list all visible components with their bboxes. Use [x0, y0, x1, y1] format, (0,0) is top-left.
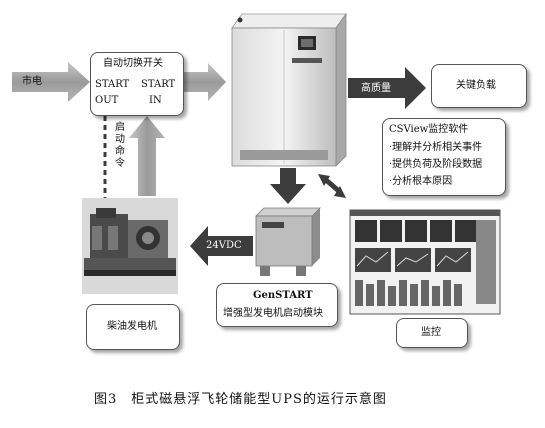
voltage-label: 24VDC [206, 240, 242, 251]
start-command-label: 启动命令 [115, 122, 125, 169]
start-out-label-1: START [95, 79, 130, 90]
csview-item-2: ·提供负荷及阶段数据 [389, 159, 483, 170]
monitoring-box: 监控 [396, 318, 468, 348]
ups-cabinet [231, 12, 347, 167]
arrow-ups-to-load [348, 67, 426, 109]
genstart-module [255, 207, 321, 276]
csview-box: CSView监控软件 ·理解并分析相关事件 ·提供负荷及阶段数据 ·分析根本原因 [382, 118, 506, 196]
transfer-switch-title: 自动切换开关 [103, 58, 163, 69]
csview-title: CSView监控软件 [389, 124, 469, 135]
arrow-genstart-to-generator [190, 226, 253, 266]
arrow-ups-to-genstart [270, 168, 306, 204]
csview-item-3: ·分析根本原因 [389, 176, 453, 187]
monitoring-screenshot [349, 209, 501, 315]
genstart-box: GenSTART 增强型发电机启动模块 [216, 283, 338, 327]
diesel-generator-photo [82, 198, 178, 294]
arrow-generator-to-switch [129, 116, 165, 196]
diesel-generator-box: 柴油发电机 [86, 304, 180, 350]
start-in-label-2: IN [149, 95, 162, 106]
arrow-ups-monitoring [318, 174, 346, 198]
genstart-subtitle: 增强型发电机启动模块 [223, 308, 323, 319]
diesel-generator-label: 柴油发电机 [107, 321, 157, 332]
transfer-switch-box: 自动切换开关 START OUT START IN [90, 52, 184, 116]
high-quality-label: 高质量 [361, 83, 391, 94]
monitoring-label: 监控 [421, 327, 441, 338]
start-in-label-1: START [141, 79, 176, 90]
arrow-mains-to-switch [12, 62, 90, 102]
mains-label: 市电 [22, 76, 42, 87]
critical-load-label: 关键负载 [456, 80, 496, 91]
figure-caption: 图3 柜式磁悬浮飞轮储能型UPS的运行示意图 [94, 392, 387, 407]
genstart-title: GenSTART [253, 290, 313, 301]
csview-item-1: ·理解并分析相关事件 [389, 142, 483, 153]
arrow-switch-to-ups [184, 63, 226, 101]
critical-load-box: 关键负载 [431, 64, 527, 108]
start-out-label-2: OUT [95, 95, 119, 106]
